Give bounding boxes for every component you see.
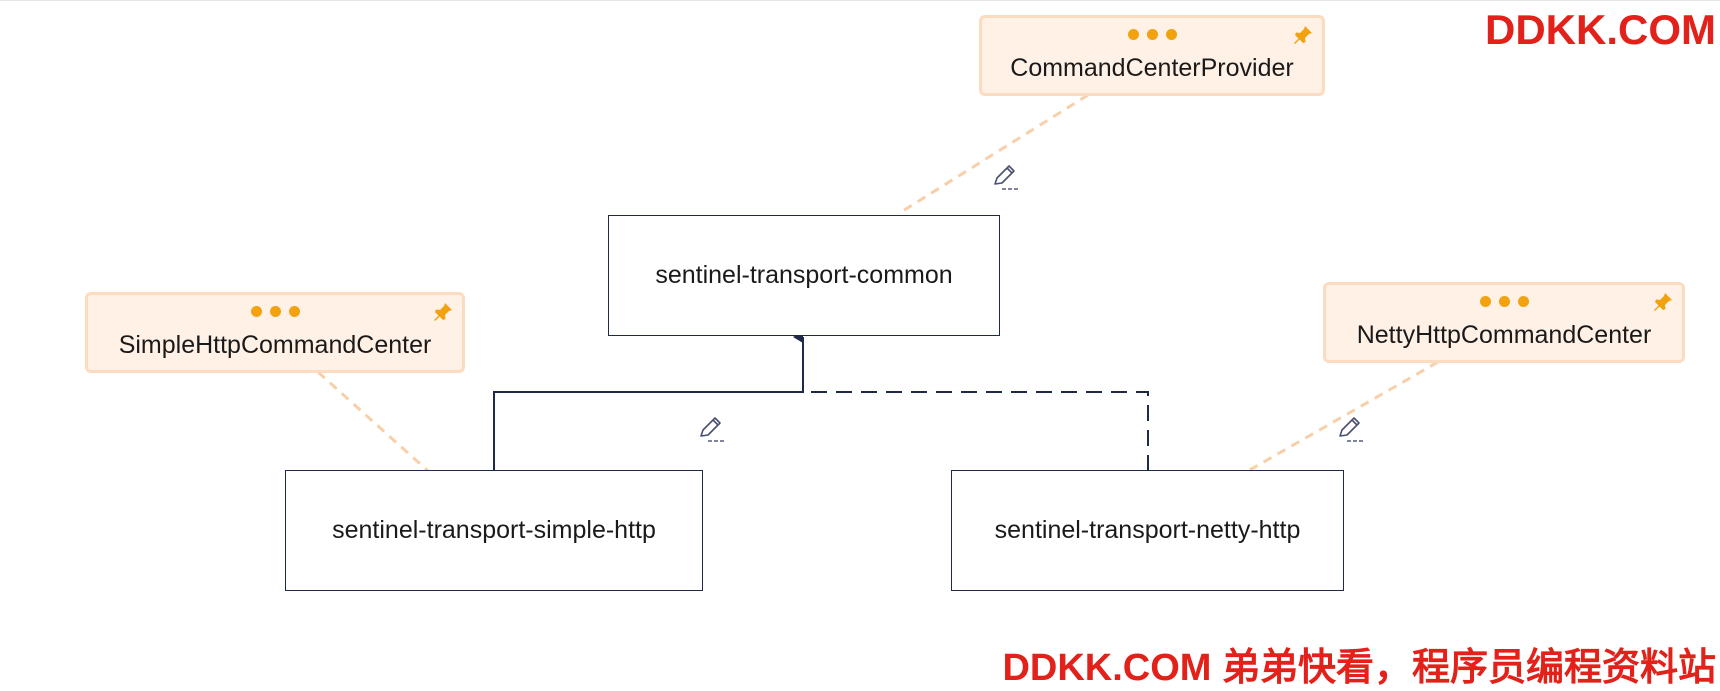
top-border xyxy=(0,0,1720,1)
pushpin-icon[interactable] xyxy=(432,301,454,323)
pencil-edit-icon[interactable] xyxy=(990,162,1020,192)
ellipsis-icon[interactable] xyxy=(88,303,462,317)
pushpin-icon[interactable] xyxy=(1652,291,1674,313)
module-label: sentinel-transport-common xyxy=(655,261,953,289)
module-sentinel-transport-simple-http[interactable]: sentinel-transport-simple-http xyxy=(285,470,703,591)
module-sentinel-transport-netty-http[interactable]: sentinel-transport-netty-http xyxy=(951,470,1344,591)
note-link-netty-http-command-center xyxy=(1247,360,1439,473)
note-simple-http-command-center[interactable]: SimpleHttpCommandCenter xyxy=(85,292,465,373)
dependency-line-netty-http xyxy=(803,391,1149,471)
note-link-simple-http-command-center xyxy=(316,370,430,473)
note-label: CommandCenterProvider xyxy=(1010,54,1294,82)
dependency-line-simple-http xyxy=(493,331,804,471)
module-label: sentinel-transport-simple-http xyxy=(332,516,656,544)
module-sentinel-transport-common[interactable]: sentinel-transport-common xyxy=(608,215,1000,336)
ellipsis-icon[interactable] xyxy=(982,26,1322,40)
note-label: NettyHttpCommandCenter xyxy=(1356,321,1652,349)
note-link-command-center-provider xyxy=(897,93,1089,216)
note-netty-http-command-center[interactable]: NettyHttpCommandCenter xyxy=(1323,282,1685,363)
pencil-edit-icon[interactable] xyxy=(1335,414,1365,444)
note-label: SimpleHttpCommandCenter xyxy=(118,331,432,359)
pencil-edit-icon[interactable] xyxy=(696,414,726,444)
ellipsis-icon[interactable] xyxy=(1326,293,1682,307)
pushpin-icon[interactable] xyxy=(1292,24,1314,46)
note-command-center-provider[interactable]: CommandCenterProvider xyxy=(979,15,1325,96)
watermark-bottom: DDKK.COM 弟弟快看，程序员编程资料站 xyxy=(1002,647,1716,689)
watermark-top: DDKK.COM xyxy=(1485,6,1716,53)
module-label: sentinel-transport-netty-http xyxy=(994,516,1301,544)
